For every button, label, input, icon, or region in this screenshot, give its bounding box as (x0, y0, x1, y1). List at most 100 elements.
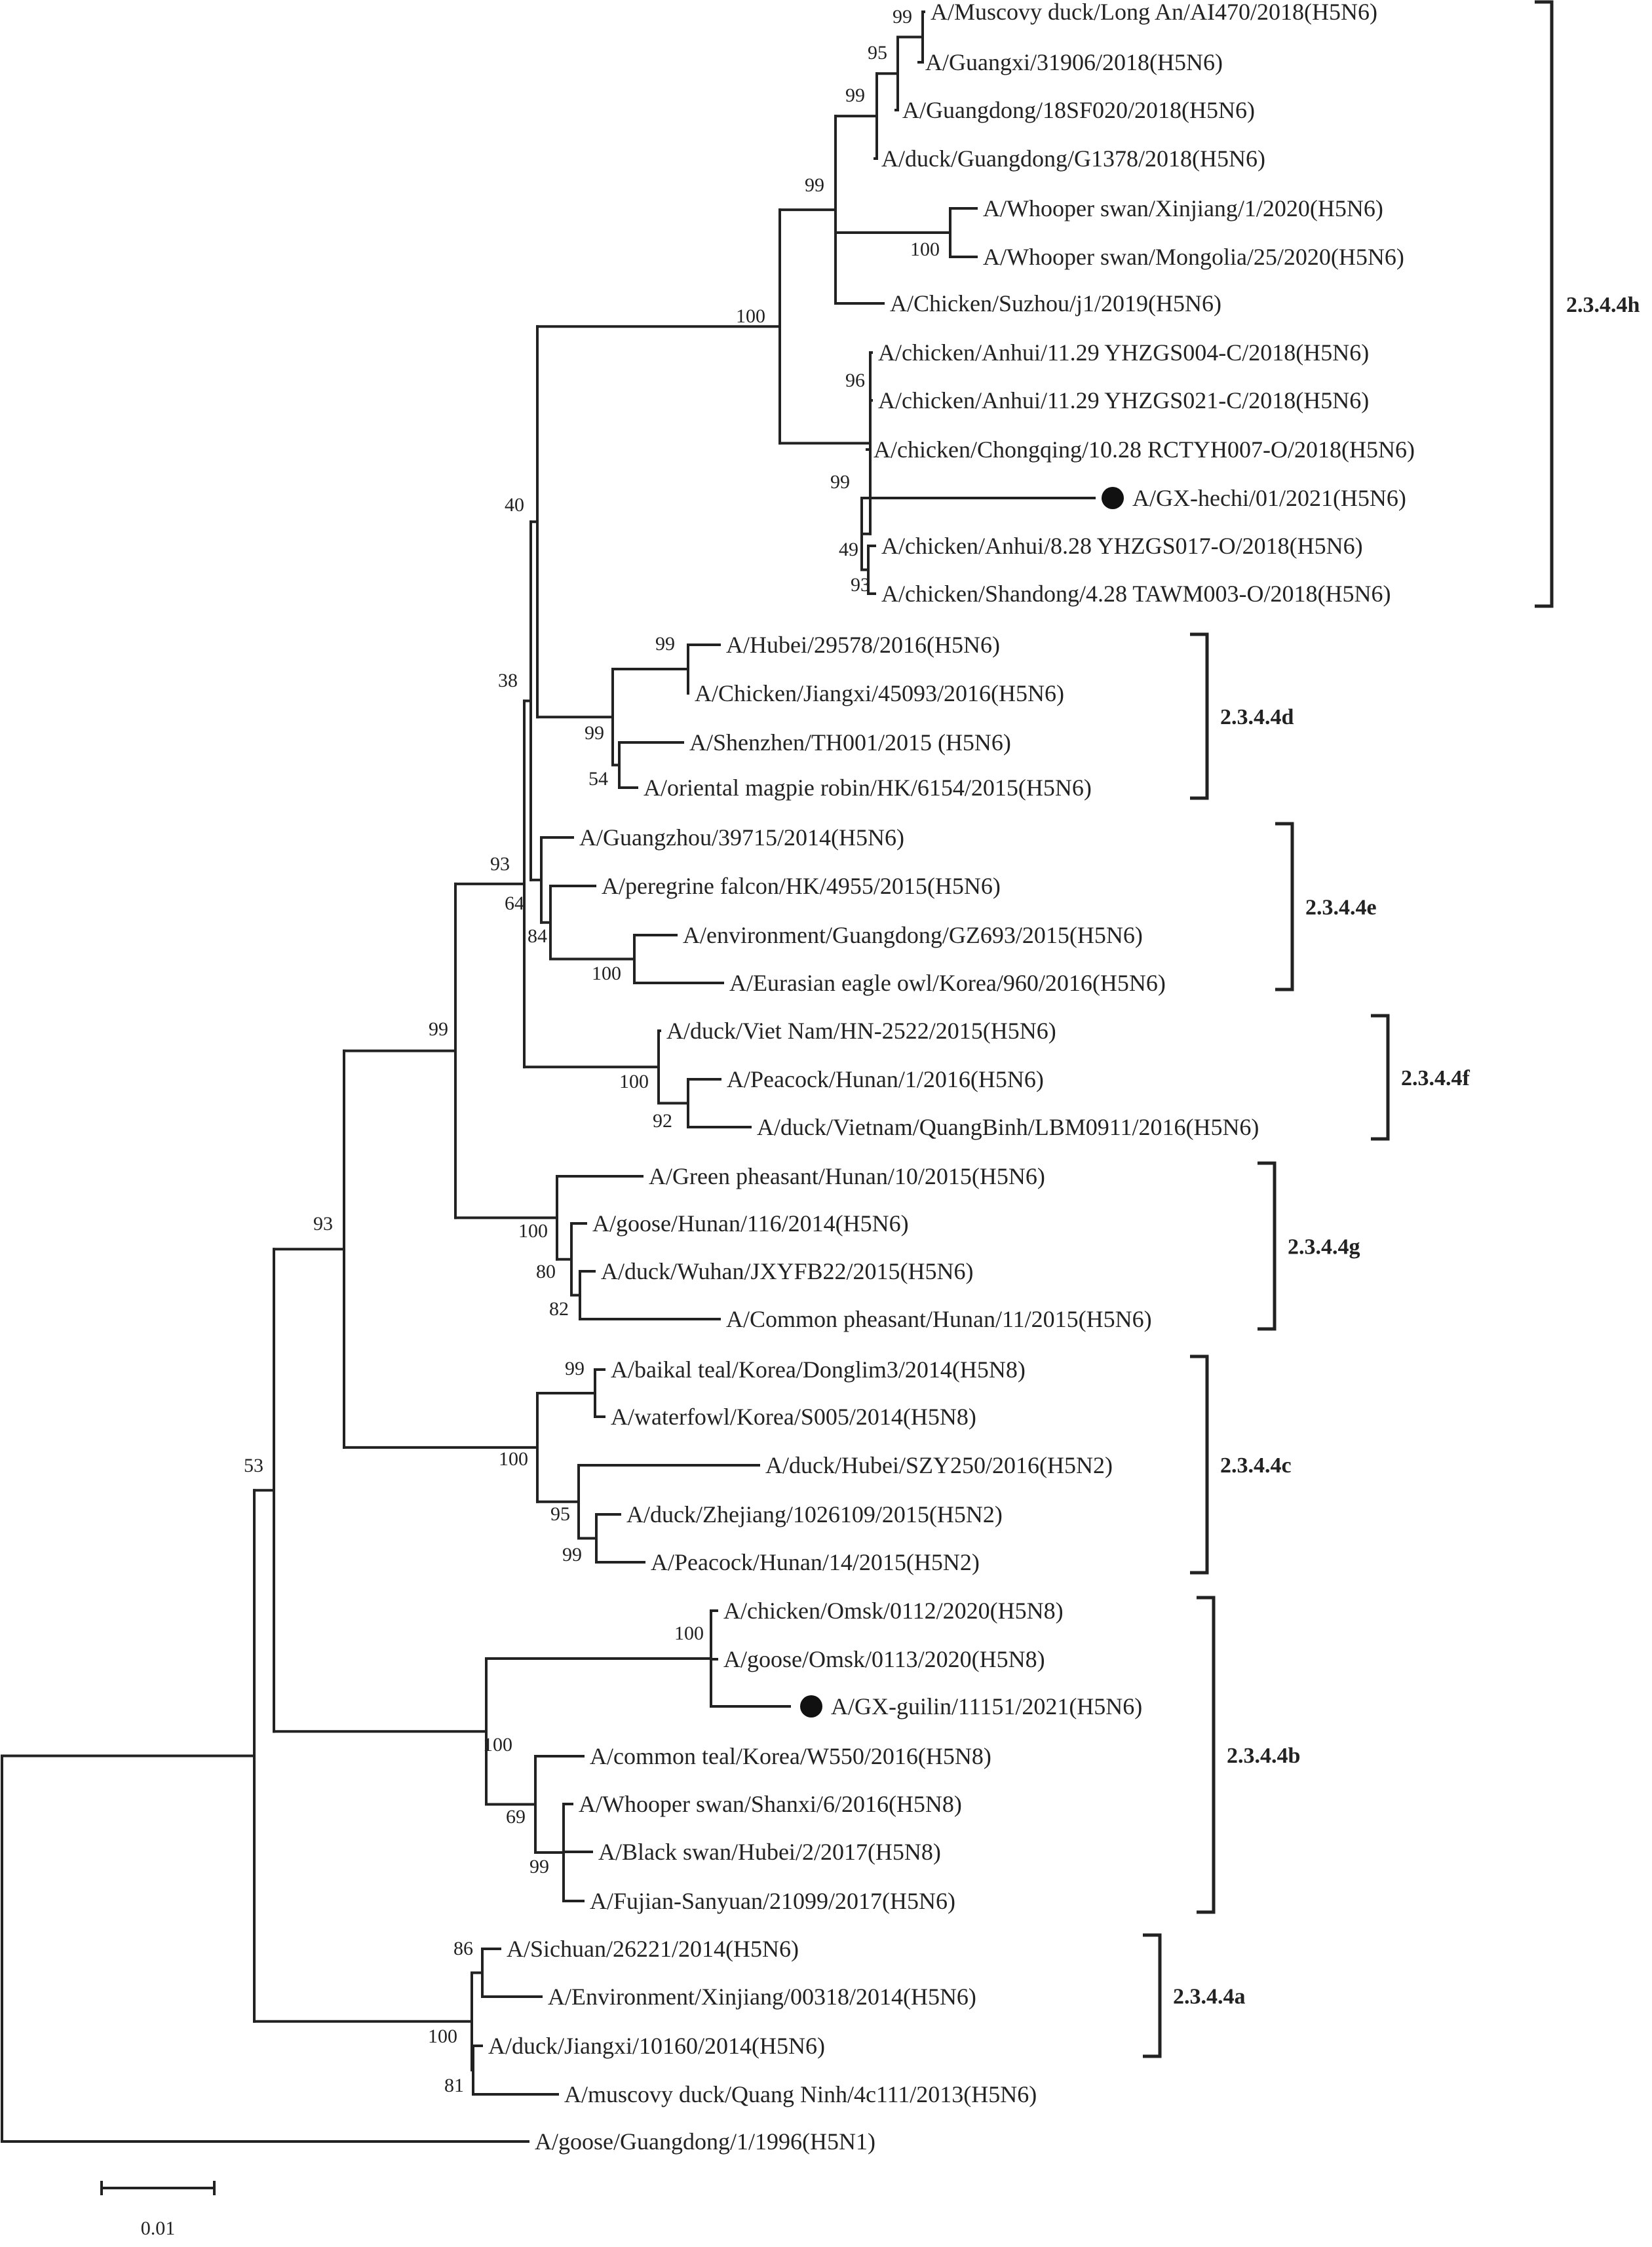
bootstrap-value: 69 (506, 1806, 526, 1828)
taxon-label: A/Shenzhen/TH001/2015 (H5N6) (689, 729, 1011, 756)
taxon-label: A/baikal teal/Korea/Donglim3/2014(H5N8) (611, 1356, 1026, 1383)
taxon-label: A/duck/Vietnam/QuangBinh/LBM0911/2016(H5… (757, 1114, 1259, 1140)
taxon-label: A/duck/Jiangxi/10160/2014(H5N6) (488, 2033, 825, 2059)
taxon-label: A/duck/Viet Nam/HN-2522/2015(H5N6) (666, 1018, 1056, 1044)
bootstrap-value: 100 (428, 2026, 457, 2047)
bootstrap-value: 40 (505, 494, 524, 516)
sample-marker-icon (1102, 487, 1124, 509)
clade-bracket (1371, 1014, 1390, 1141)
taxon-label: A/Guangxi/31906/2018(H5N6) (925, 49, 1223, 75)
clade-label: 2.3.4.4c (1220, 1453, 1292, 1478)
clade-label: 2.3.4.4a (1173, 1985, 1246, 2009)
bootstrap-value: 100 (910, 239, 940, 260)
bootstrap-value: 96 (845, 370, 865, 391)
clade-bracket (1143, 1933, 1162, 2058)
taxon-label: A/Sichuan/26221/2014(H5N6) (507, 1936, 799, 1962)
taxon-label: A/Whooper swan/Shanxi/6/2016(H5N8) (579, 1791, 962, 1817)
taxon-label: A/Environment/Xinjiang/00318/2014(H5N6) (548, 1984, 976, 2010)
taxon-label: A/waterfowl/Korea/S005/2014(H5N8) (611, 1404, 976, 1430)
clade-bracket (1190, 632, 1209, 800)
taxon-label: A/chicken/Shandong/4.28 TAWM003-O/2018(H… (881, 581, 1391, 607)
taxon-label: A/GX-hechi/01/2021(H5N6) (1132, 485, 1406, 511)
bootstrap-value: 100 (499, 1448, 528, 1470)
bootstrap-value: 53 (244, 1455, 263, 1476)
taxon-label: A/Chicken/Jiangxi/45093/2016(H5N6) (695, 680, 1064, 706)
taxon-label: A/Peacock/Hunan/1/2016(H5N6) (727, 1066, 1044, 1092)
taxon-labels: A/Muscovy duck/Long An/AI470/2018(H5N6) A… (488, 0, 1415, 2155)
taxon-label: A/goose/Omsk/0113/2020(H5N8) (723, 1646, 1045, 1672)
taxon-label: A/goose/Guangdong/1/1996(H5N1) (535, 2128, 875, 2155)
taxon-label: A/peregrine falcon/HK/4955/2015(H5N6) (602, 873, 1001, 899)
bootstrap-values: 9995999910010096994993409938995493648410… (244, 6, 940, 2096)
scale-bar: 0.01 (100, 2181, 216, 2239)
taxon-label: A/Chicken/Suzhou/j1/2019(H5N6) (890, 290, 1221, 317)
bootstrap-value: 99 (893, 6, 912, 28)
clade-label: 2.3.4.4h (1566, 293, 1640, 317)
taxon-label: A/common teal/Korea/W550/2016(H5N8) (590, 1743, 991, 1769)
bootstrap-value: 99 (655, 633, 675, 655)
taxon-label: A/environment/Guangdong/GZ693/2015(H5N6) (683, 922, 1143, 948)
taxon-label: A/oriental magpie robin/HK/6154/2015(H5N… (644, 775, 1092, 801)
bootstrap-value: 49 (839, 539, 858, 560)
bootstrap-value: 100 (483, 1734, 512, 1756)
taxon-label: A/Guangdong/18SF020/2018(H5N6) (902, 97, 1255, 123)
taxon-label: A/Green pheasant/Hunan/10/2015(H5N6) (649, 1163, 1045, 1189)
taxon-label: A/duck/Wuhan/JXYFB22/2015(H5N6) (601, 1258, 974, 1284)
bootstrap-value: 81 (444, 2075, 464, 2096)
taxon-label: A/Guangzhou/39715/2014(H5N6) (579, 824, 904, 851)
taxon-label: A/Hubei/29578/2016(H5N6) (726, 632, 1000, 658)
bootstrap-value: 99 (585, 722, 604, 744)
bootstrap-value: 93 (490, 853, 510, 875)
taxon-label: A/Muscovy duck/Long An/AI470/2018(H5N6) (931, 0, 1377, 25)
bootstrap-value: 99 (529, 1856, 549, 1877)
taxon-label: A/chicken/Anhui/8.28 YHZGS017-O/2018(H5N… (881, 533, 1363, 559)
taxon-label: A/Black swan/Hubei/2/2017(H5N8) (598, 1839, 941, 1865)
taxon-label: A/chicken/Chongqing/10.28 RCTYH007-O/201… (874, 436, 1415, 463)
bootstrap-value: 86 (453, 1938, 473, 1959)
tree-branches (1, 10, 1096, 2143)
taxon-label: A/chicken/Anhui/11.29 YHZGS004-C/2018(H5… (878, 339, 1369, 366)
scale-bar-label: 0.01 (141, 2218, 176, 2239)
taxon-label: A/Eurasian eagle owl/Korea/960/2016(H5N6… (729, 970, 1166, 996)
bootstrap-value: 82 (549, 1298, 569, 1320)
clade-label: 2.3.4.4f (1401, 1066, 1470, 1090)
sample-marker-icon (800, 1695, 822, 1718)
taxon-label: A/chicken/Omsk/0112/2020(H5N8) (723, 1598, 1064, 1624)
bootstrap-value: 99 (429, 1018, 448, 1040)
bootstrap-value: 93 (851, 574, 870, 596)
bootstrap-value: 100 (619, 1071, 649, 1092)
bootstrap-value: 99 (562, 1544, 582, 1565)
clade-label: 2.3.4.4e (1305, 896, 1377, 920)
bootstrap-value: 100 (592, 963, 621, 984)
clade-bracket (1275, 822, 1294, 991)
bootstrap-value: 100 (518, 1220, 548, 1242)
taxon-label: A/Common pheasant/Hunan/11/2015(H5N6) (726, 1306, 1152, 1332)
bootstrap-value: 95 (868, 42, 887, 64)
bootstrap-value: 99 (565, 1358, 585, 1379)
bootstrap-value: 100 (674, 1623, 704, 1644)
taxon-label: A/duck/Guangdong/G1378/2018(H5N6) (881, 145, 1265, 172)
bootstrap-value: 95 (550, 1503, 570, 1525)
clade-brackets: 2.3.4.4h 2.3.4.4d 2.3.4.4e 2.3.4.4f 2.3.4.4g… (1143, 0, 1640, 2058)
bootstrap-value: 92 (653, 1110, 672, 1132)
taxon-label: A/goose/Hunan/116/2014(H5N6) (592, 1210, 909, 1237)
bootstrap-value: 99 (845, 85, 865, 106)
taxon-label: A/duck/Hubei/SZY250/2016(H5N2) (765, 1452, 1113, 1478)
clade-bracket (1190, 1354, 1209, 1575)
clade-label: 2.3.4.4b (1227, 1744, 1300, 1768)
clade-label: 2.3.4.4d (1220, 705, 1294, 729)
bootstrap-value: 54 (588, 768, 608, 790)
bootstrap-value: 99 (805, 174, 824, 196)
bootstrap-value: 100 (736, 305, 765, 327)
taxon-label: A/GX-guilin/11151/2021(H5N6) (831, 1693, 1142, 1719)
clade-bracket (1258, 1161, 1277, 1331)
clade-label: 2.3.4.4g (1288, 1235, 1360, 1259)
bootstrap-value: 64 (505, 893, 524, 914)
bootstrap-value: 38 (498, 670, 518, 691)
taxon-label: A/Whooper swan/Xinjiang/1/2020(H5N6) (983, 195, 1383, 221)
taxon-label: A/chicken/Anhui/11.29 YHZGS021-C/2018(H5… (878, 387, 1369, 413)
bootstrap-value: 99 (830, 471, 850, 493)
bootstrap-value: 84 (528, 925, 547, 947)
bootstrap-value: 80 (536, 1261, 556, 1282)
